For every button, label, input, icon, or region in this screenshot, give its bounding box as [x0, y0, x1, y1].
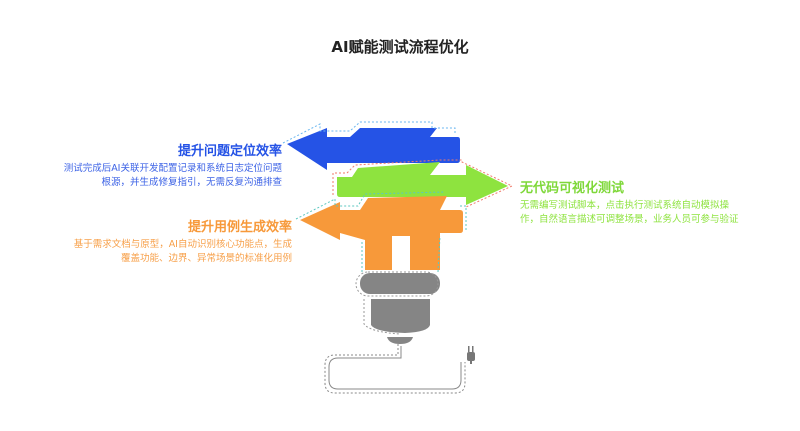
orange-arrow-left	[295, 191, 467, 273]
item-heading: 提升问题定位效率	[177, 144, 282, 159]
item-desc-line: 无需编写测试脚本，点击执行测试系统自动模拟操	[520, 200, 730, 211]
item-heading: 无代码可视化测试	[520, 181, 625, 196]
green-arrow-right	[332, 159, 514, 208]
item-desc-line: 作，自然语言描述可调整场景，业务人员可参与验证	[520, 214, 739, 225]
item-problem-location: 提升问题定位效率 测试完成后AI关联开发配置记录和系统日志定位问题 根源，并生成…	[64, 140, 282, 190]
item-heading: 提升用例生成效率	[187, 220, 292, 235]
item-desc-line: 根源，并生成修复指引，无需反复沟通排查	[101, 177, 282, 188]
blue-arrow-left	[282, 121, 460, 170]
item-desc-line: 覆盖功能、边界、异常场景的标准化用例	[120, 253, 292, 264]
bulb-base	[355, 271, 440, 344]
plug-icon	[467, 346, 475, 364]
item-no-code-testing: 无代码可视化测试 无需编写测试脚本，点击执行测试系统自动模拟操 作，自然语言描述…	[520, 177, 739, 227]
item-desc-line: 测试完成后AI关联开发配置记录和系统日志定位问题	[63, 163, 282, 174]
diagram-title: AI赋能测试流程优化	[331, 38, 469, 56]
power-cord	[324, 344, 466, 394]
item-desc-line: 基于需求文档与原型，AI自动识别核心功能点，生成	[73, 239, 292, 250]
item-case-generation: 提升用例生成效率 基于需求文档与原型，AI自动识别核心功能点，生成 覆盖功能、边…	[74, 216, 292, 266]
